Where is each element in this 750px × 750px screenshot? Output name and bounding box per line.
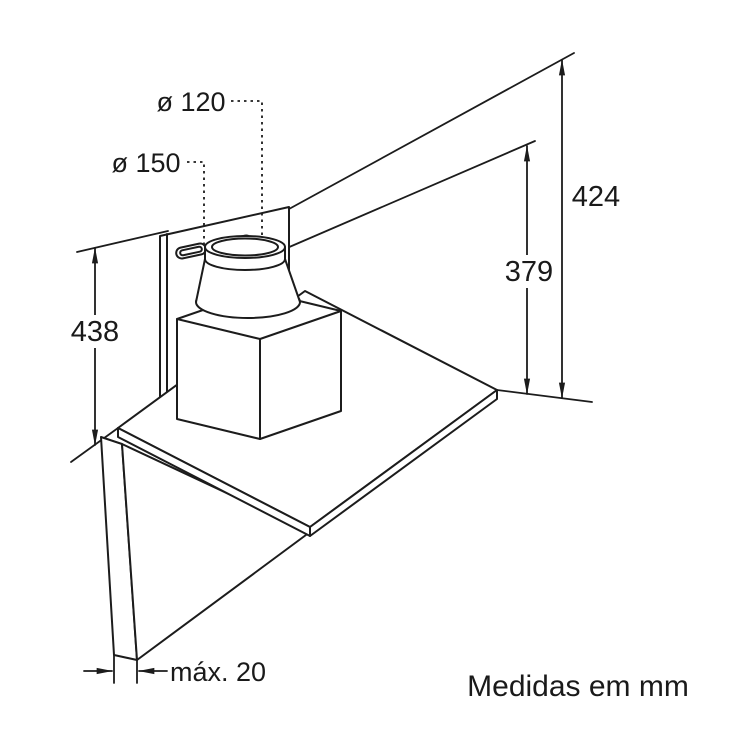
inner-height-dimension-label: 379 bbox=[505, 256, 553, 288]
wall-thickness-label: máx. 20 bbox=[170, 657, 266, 687]
duct-base-diameter-label: ø 150 bbox=[111, 148, 180, 178]
dim-438: 438 bbox=[67, 247, 123, 446]
dim-max20: máx. 20 bbox=[83, 657, 266, 687]
outer-height-dimension-label: 424 bbox=[572, 181, 620, 213]
dim-379: 379 bbox=[501, 145, 557, 395]
duct-connector bbox=[195, 235, 301, 319]
left-height-dimension-label: 438 bbox=[71, 316, 119, 348]
duct-top-diameter-label: ø 120 bbox=[156, 87, 225, 117]
dim-424: 424 bbox=[558, 59, 620, 399]
units-note: Medidas em mm bbox=[467, 670, 689, 703]
wall-section bbox=[100, 436, 311, 684]
mounting-slot-left bbox=[175, 242, 207, 260]
